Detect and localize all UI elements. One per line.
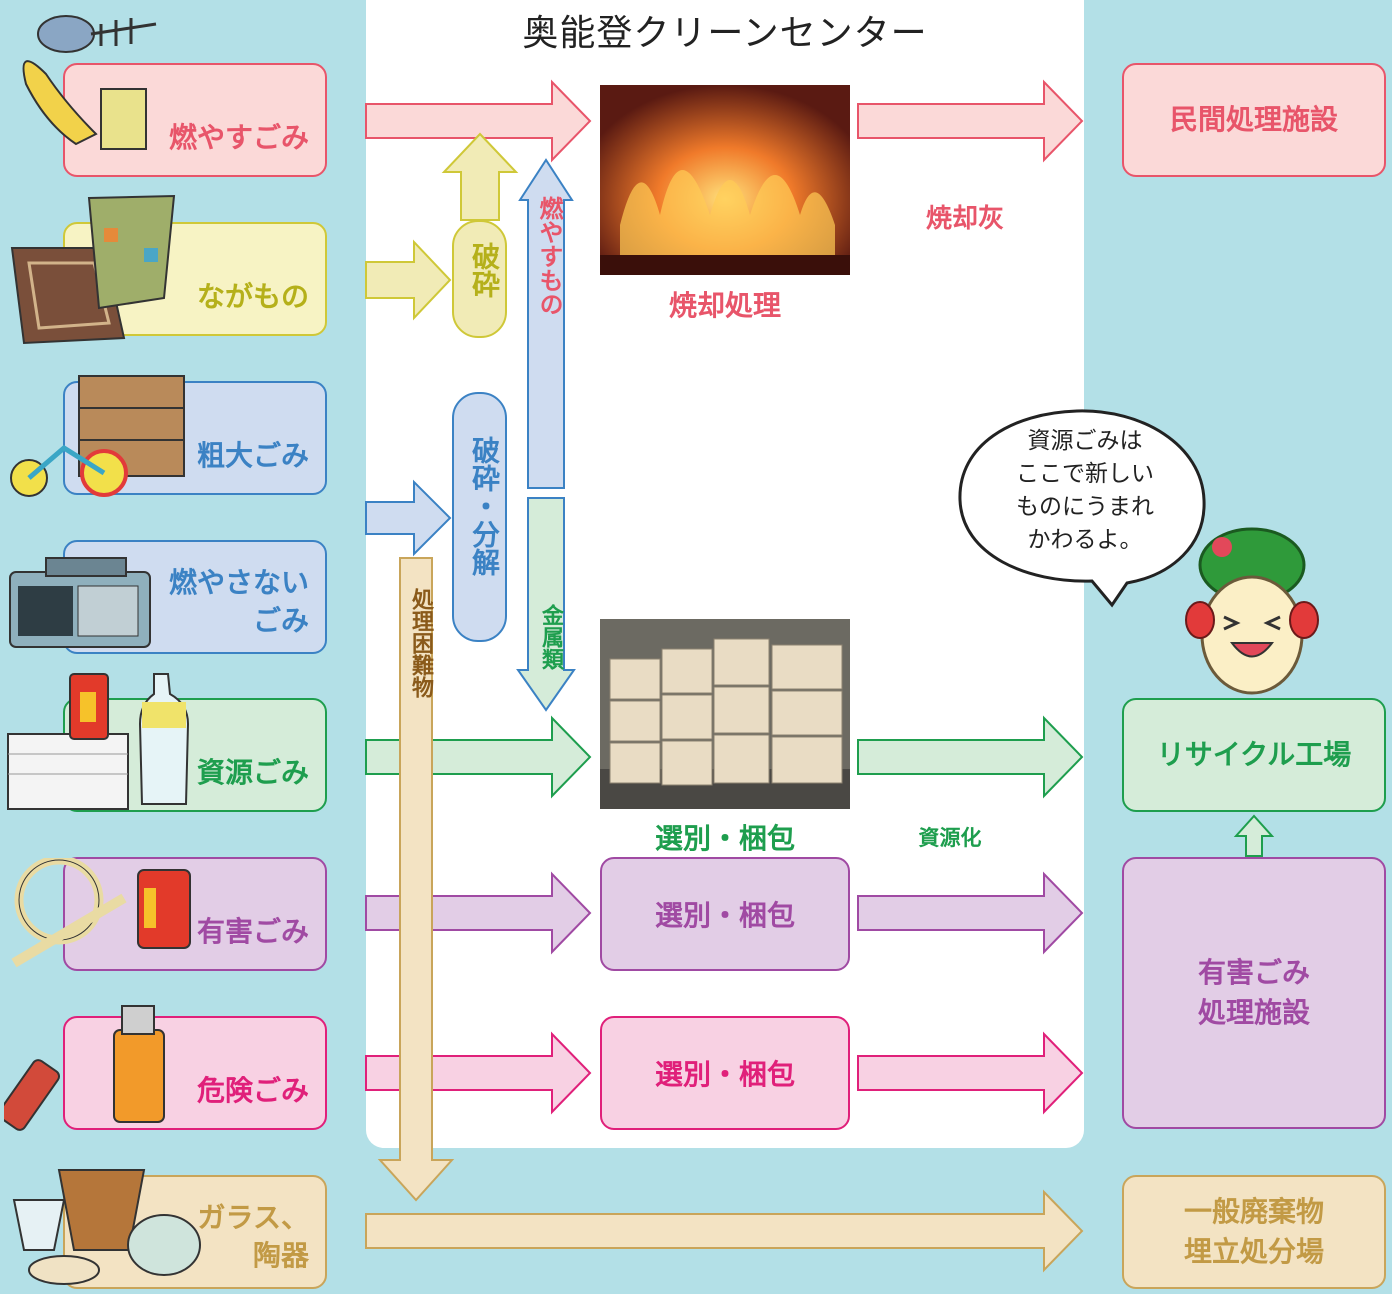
garbage-illustration [22, 15, 157, 150]
newspaper-bottles-illustration [7, 673, 190, 810]
sorting-box-dangerous: 選別・梱包 [600, 1016, 850, 1130]
crush-box [452, 220, 507, 338]
category-label: 資源ごみ [196, 756, 309, 789]
lighter-spraycan-illustration [4, 1005, 165, 1131]
carpet-clothes-illustration [10, 194, 176, 345]
landfill: 一般廃棄物 埋立処分場 [1122, 1175, 1386, 1289]
incineration-photo [600, 85, 850, 275]
category-label: 燃やすごみ [168, 121, 309, 154]
fluorescent-battery-illustration [11, 858, 191, 968]
glass-ceramics-illustration [12, 1169, 201, 1285]
resource-conversion-label: 資源化 [918, 826, 982, 850]
hazardous-facility: 有害ごみ 処理施設 [1122, 857, 1386, 1129]
category-label: ガラス、 陶器 [197, 1201, 309, 1272]
category-label: 粗大ごみ [196, 439, 309, 472]
category-hazardous: 有害ごみ [63, 857, 327, 971]
speech-bubble-text: 資源ごみは ここで新しい ものにうまれ かわるよ。 [1016, 428, 1154, 553]
category-label: ながもの [196, 280, 309, 313]
sorting-box-hazardous: 選別・梱包 [600, 857, 850, 971]
speech-bubble-shape [958, 409, 1206, 608]
crush-disassemble-label: 破砕・分解 [468, 436, 501, 576]
private-facility: 民間処理施設 [1122, 63, 1386, 177]
category-label: 有害ごみ [196, 915, 309, 948]
category-dangerous: 危険ごみ [63, 1016, 327, 1130]
center-title: 奥能登クリーンセンター [522, 13, 928, 54]
incineration-ash-label: 焼却灰 [925, 204, 1004, 234]
hard-to-process-label: 処理困難物 [408, 588, 433, 698]
furniture-bike-illustration [10, 375, 185, 497]
recycle-factory: リサイクル工場 [1122, 698, 1386, 812]
category-label: 危険ごみ [196, 1074, 309, 1107]
combustibles-label: 燃やすもの [535, 196, 563, 316]
category-label: 燃やさない ごみ [168, 566, 309, 637]
microwave-radio-illustration [9, 557, 151, 648]
crush-disassemble-box [452, 392, 507, 642]
metals-label: 金属類 [538, 604, 563, 670]
sorting-caption: 選別・梱包 [654, 822, 795, 855]
incineration-caption: 焼却処理 [668, 289, 781, 322]
crush-label: 破砕 [468, 242, 501, 298]
mascot-character [1185, 527, 1319, 695]
sorting-photo [600, 619, 850, 809]
